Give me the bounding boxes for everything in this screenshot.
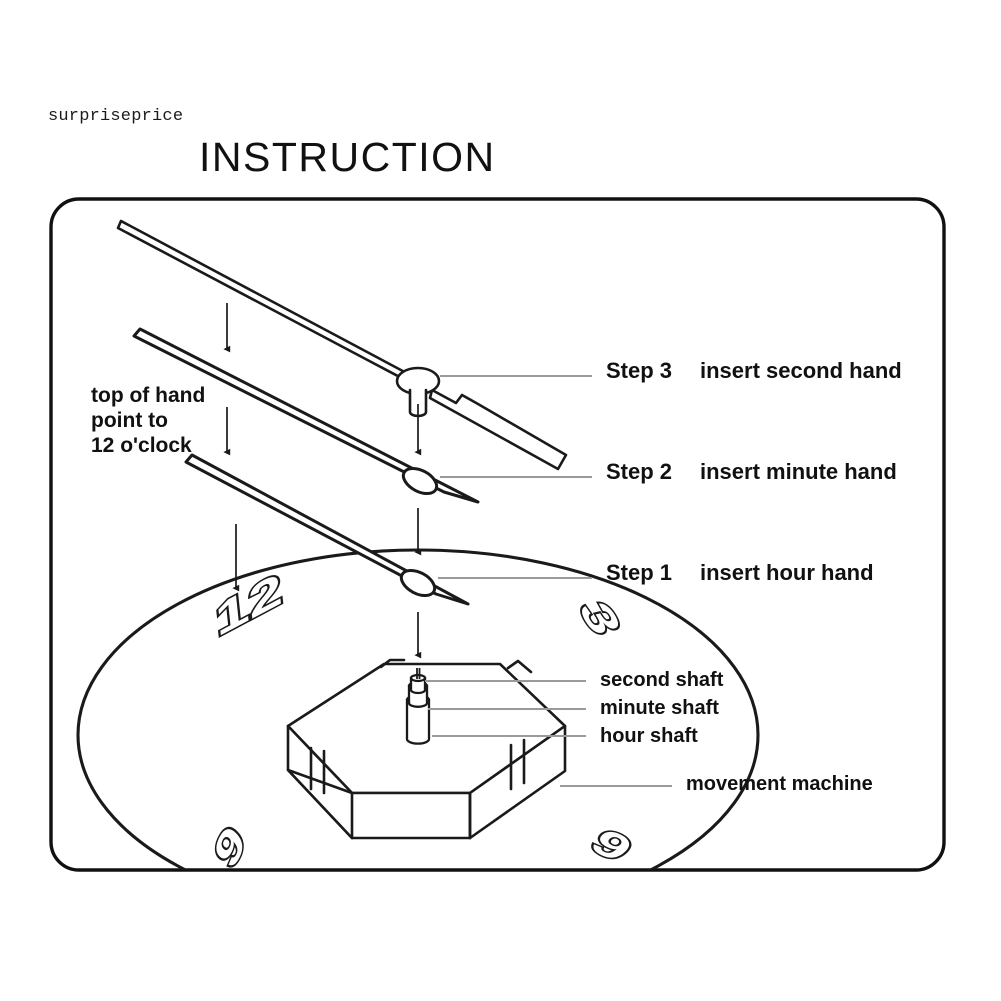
alignment-arrows	[223, 303, 240, 592]
diagram-frame	[49, 197, 946, 872]
step-1-number: Step 1	[606, 560, 673, 585]
note-line-2: point to	[91, 409, 168, 432]
top-of-hand-note: top of hand point to 12 o'clock	[91, 383, 205, 458]
minute-hand	[132, 327, 480, 504]
minute-shaft-label: minute shaft	[600, 697, 719, 719]
hour-shaft-label: hour shaft	[600, 725, 698, 747]
step-2-number: Step 2	[606, 459, 673, 484]
step-2-action: insert minute hand	[700, 459, 897, 484]
movement-machine-label: movement machine	[686, 773, 873, 795]
note-line-1: top of hand	[91, 384, 206, 407]
shaft-assembly	[405, 668, 431, 745]
note-line-3: 12 o'clock	[91, 434, 192, 457]
step-3-number: Step 3	[606, 358, 673, 383]
watermark-text: surpriseprice	[48, 107, 184, 126]
second-shaft-label: second shaft	[600, 669, 724, 691]
page-title: INSTRUCTION	[199, 134, 496, 180]
step-leader-lines	[438, 375, 592, 579]
shaft-leader-lines	[425, 680, 672, 787]
step-3-action: insert second hand	[700, 358, 902, 383]
hour-hand	[184, 453, 470, 606]
step-1-action: insert hour hand	[700, 560, 874, 585]
